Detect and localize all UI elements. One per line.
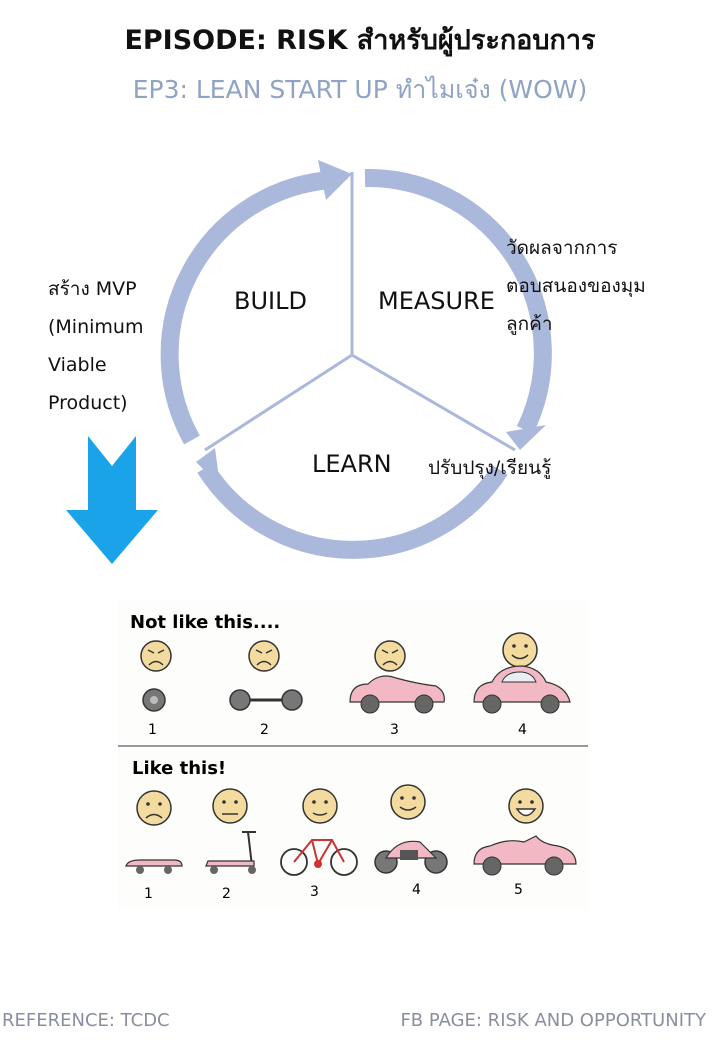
scooter-icon (205, 831, 256, 874)
cycle-arc-learn (197, 463, 508, 559)
laughing-face-icon (508, 788, 544, 824)
measure-note-line: ลูกค้า (506, 313, 553, 335)
cycle-arc-measure (364, 168, 552, 434)
build-note-line: Product) (48, 392, 128, 414)
skateboard-icon (125, 859, 183, 874)
cycle-divider-right (351, 353, 516, 452)
top-step-number: 1 (148, 722, 157, 738)
top-step-number: 4 (518, 722, 527, 738)
not-like-heading: Not like this.... (130, 612, 280, 633)
bottom-step-number: 1 (144, 886, 153, 902)
build-note-line: (Minimum (48, 316, 144, 338)
bottom-step-number: 4 (412, 882, 421, 898)
bottom-step-number: 5 (514, 882, 523, 898)
cycle-divider-left (204, 353, 353, 452)
build-note: สร้าง MVP (Minimum Viable Product) (48, 270, 143, 422)
cycle-arrow-learn (196, 448, 220, 486)
cycle-arrow-measure (506, 425, 546, 450)
build-note-line: สร้าง MVP (48, 278, 137, 300)
page-title: EPISODE: RISK สำหรับผู้ประกอบการ (124, 25, 596, 56)
convertible-car-icon (473, 835, 577, 876)
measure-note: วัดผลจากการ ตอบสนองของมุม ลูกค้า (506, 229, 646, 343)
happy-face-icon (390, 784, 426, 820)
cycle-arrow-build (318, 160, 352, 200)
learn-note: ปรับปรุง/เรียนรู้ (428, 457, 552, 479)
sad-face-icon (248, 640, 280, 672)
sad-face-icon (136, 790, 172, 826)
car-icon (473, 665, 571, 714)
cycle-arc-build (160, 171, 331, 445)
bottom-step-number: 3 (310, 884, 319, 900)
mvp-illustration: Not like this.... 1 (118, 600, 588, 910)
wheel-icon (142, 688, 166, 712)
build-measure-learn-cycle (160, 160, 552, 559)
measure-note-line: ตอบสนองของมุม (506, 275, 646, 297)
page-subtitle: EP3: LEAN START UP ทำไมเจ๋ง (WOW) (132, 75, 588, 104)
cycle-label-measure: MEASURE (378, 287, 495, 315)
happy-face-icon (502, 632, 538, 668)
axle-icon (229, 689, 303, 711)
down-arrow-icon (66, 436, 158, 564)
cycle-label-build: BUILD (234, 287, 307, 315)
sad-face-icon (140, 640, 172, 672)
footer-fb-page: FB PAGE: RISK AND OPPORTUNITY (400, 1010, 706, 1031)
build-note-line: Viable (48, 354, 107, 376)
top-step-number: 3 (390, 722, 399, 738)
neutral-face-icon (212, 788, 248, 824)
measure-note-line: วัดผลจากการ (506, 237, 618, 259)
top-step-number: 2 (260, 722, 269, 738)
car-body-icon (349, 675, 445, 714)
bottom-step-number: 2 (222, 886, 231, 902)
like-heading: Like this! (132, 758, 226, 779)
footer-reference: REFERENCE: TCDC (2, 1010, 170, 1031)
content-face-icon (302, 788, 338, 824)
cycle-label-learn: LEARN (312, 450, 392, 478)
bicycle-icon (280, 839, 358, 876)
motorcycle-icon (374, 840, 448, 874)
sad-face-icon (374, 640, 406, 672)
